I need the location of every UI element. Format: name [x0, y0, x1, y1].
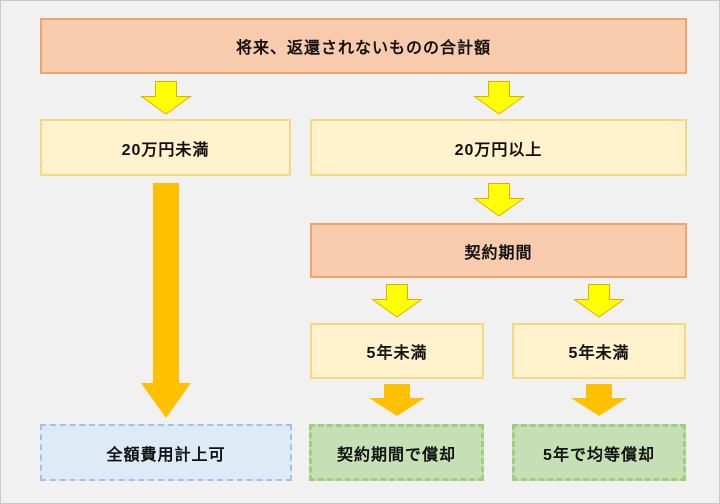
node-total-amount: 将来、返還されないものの合計額	[40, 18, 687, 74]
node-amortize-5y-equal: 5年で均等償却	[512, 424, 686, 481]
node-amortize-contract-period: 契約期間で償却	[309, 424, 484, 481]
arrow-down-icon-under200k-to-full-expense	[141, 183, 191, 418]
arrow-down-icon-under5yleft-to-amortize-contract	[369, 384, 425, 416]
node-under-5y-right: 5年未満	[512, 323, 686, 379]
arrow-down-icon-total-to-over200k	[473, 81, 525, 115]
arrow-down-icon-contract-to-under5y-left	[371, 284, 423, 318]
arrow-down-icon-total-to-under200k	[140, 81, 192, 115]
arrow-down-icon-contract-to-under5y-right	[573, 284, 625, 318]
arrow-down-icon-over200k-to-contract	[473, 183, 525, 217]
arrow-down-icon-under5yright-to-amortize-5y	[571, 384, 627, 416]
node-contract-period: 契約期間	[310, 223, 687, 278]
node-full-expense: 全額費用計上可	[40, 424, 292, 481]
node-over-200k: 20万円以上	[310, 119, 687, 176]
node-under-5y-left: 5年未満	[310, 323, 484, 379]
node-under-200k: 20万円未満	[40, 119, 291, 176]
